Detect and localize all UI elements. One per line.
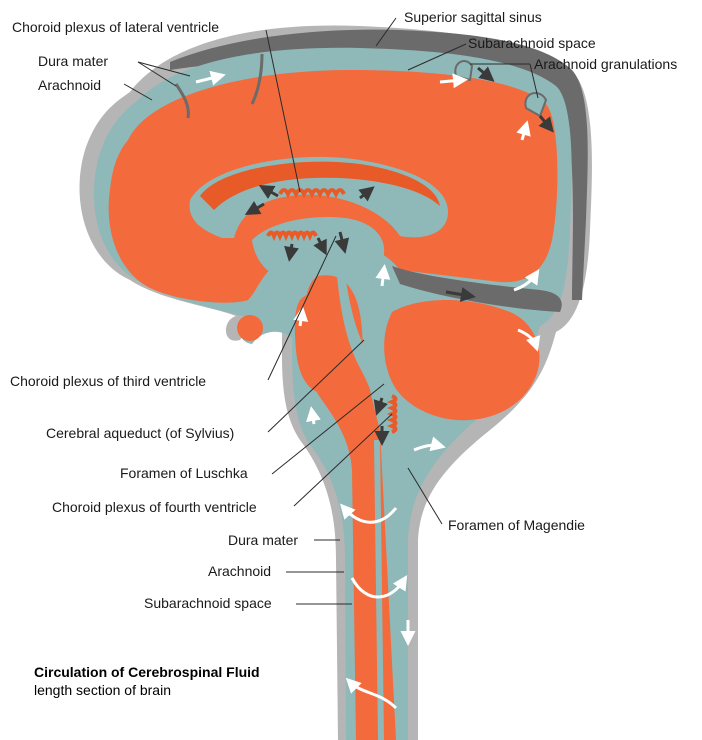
flow-arrow	[300, 312, 302, 326]
choroid-plexus-lateral	[280, 190, 344, 194]
pituitary	[237, 315, 263, 341]
label-choroid-lateral: Choroid plexus of lateral ventricle	[12, 19, 219, 35]
caption-subtitle: length section of brain	[34, 682, 171, 698]
flow-arrow	[440, 80, 462, 82]
flow-arrow	[382, 270, 384, 286]
label-arachnoid-bottom: Arachnoid	[208, 563, 271, 579]
label-subarachnoid-bottom: Subarachnoid space	[144, 595, 272, 611]
label-luschka: Foramen of Luschka	[120, 465, 248, 481]
label-choroid-fourth: Choroid plexus of fourth ventricle	[52, 499, 257, 515]
label-arachnoid-granulations: Arachnoid granulations	[534, 56, 677, 72]
arachnoid-granulation-1	[455, 61, 472, 80]
label-arachnoid-top: Arachnoid	[38, 77, 101, 93]
caption-title: Circulation of Cerebrospinal Fluid	[34, 664, 260, 680]
label-magendie: Foramen of Magendie	[448, 517, 585, 533]
label-subarachnoid-top: Subarachnoid space	[468, 35, 596, 51]
flow-arrow	[290, 244, 292, 256]
label-choroid-third: Choroid plexus of third ventricle	[10, 373, 206, 389]
label-dura-top: Dura mater	[38, 53, 108, 69]
label-aqueduct: Cerebral aqueduct (of Sylvius)	[46, 425, 234, 441]
flow-arrow	[154, 302, 180, 308]
flow-arrow	[312, 412, 314, 424]
label-sagittal-sinus: Superior sagittal sinus	[404, 9, 542, 25]
choroid-plexus-third	[268, 233, 316, 237]
choroid-plexus-fourth	[392, 396, 396, 432]
label-dura-bottom: Dura mater	[228, 532, 298, 548]
